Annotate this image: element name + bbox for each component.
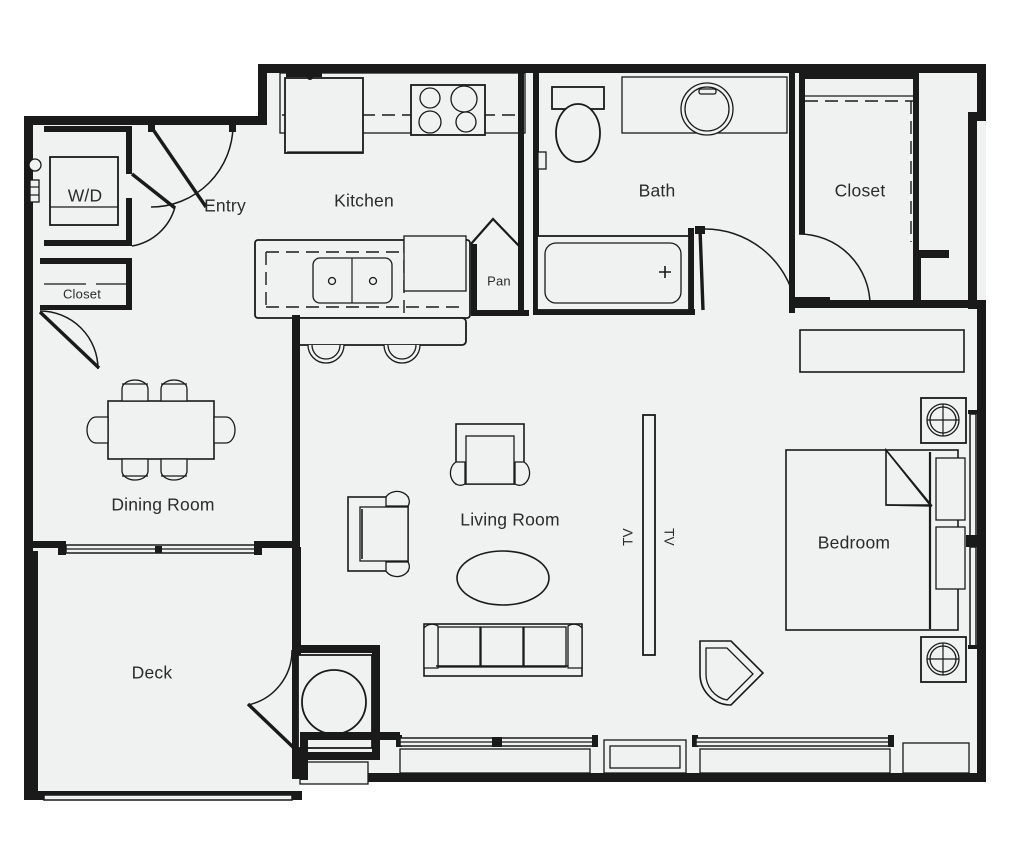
dresser	[799, 329, 965, 373]
room-label-pantry: Pan	[487, 273, 511, 288]
bedroom: Bedroom	[785, 300, 978, 683]
bedroom-window-east	[966, 410, 978, 649]
room-label-deck: Deck	[132, 663, 173, 683]
entry-door[interactable]: Entry	[148, 122, 246, 216]
room-label-entry: Entry	[204, 196, 246, 216]
dining-room: Dining Room	[86, 379, 236, 515]
round-patio-table	[301, 669, 367, 735]
dining-table	[86, 379, 236, 481]
south-windows	[396, 735, 970, 774]
tv-label-left: TV	[621, 528, 636, 546]
deck-door[interactable]	[246, 649, 296, 750]
hall-closet: Closet	[40, 258, 132, 310]
interior-wall-south	[300, 732, 400, 780]
room-label-bath: Bath	[639, 181, 676, 201]
laundry-closet: W/D	[28, 126, 132, 246]
oval-coffee-table	[456, 550, 550, 606]
armchair	[449, 423, 531, 486]
tv-partition-wall	[642, 414, 656, 656]
room-label-kitchen: Kitchen	[334, 191, 394, 211]
deck: Deck	[33, 551, 172, 773]
bathroom: Bath	[533, 73, 795, 315]
living-room: Living Room TV TV	[292, 315, 765, 706]
pantry: Pan	[470, 217, 529, 316]
room-label-living: Living Room	[460, 510, 559, 530]
room-label-wd: W/D	[68, 186, 103, 206]
armchair	[347, 490, 410, 578]
room-label-bedroom: Bedroom	[818, 533, 890, 553]
room-label-closet-main: Closet	[835, 181, 886, 201]
exterior-walls	[24, 64, 986, 801]
three-seat-sofa	[423, 623, 583, 677]
wd-door[interactable]	[130, 172, 177, 247]
main-closet: Closet	[799, 73, 949, 308]
room-label-closet-hall: Closet	[63, 286, 101, 301]
pillow	[935, 526, 966, 590]
nightstand-lamp	[920, 636, 967, 683]
sliding-glass-door-deck[interactable]	[33, 541, 294, 555]
accent-chair	[699, 640, 765, 706]
tv-label-right: TV	[661, 528, 676, 546]
kitchen: Kitchen	[279, 72, 526, 315]
hall-closet-door[interactable]	[38, 310, 101, 370]
room-label-dining: Dining Room	[111, 495, 214, 515]
kitchen-island	[254, 235, 471, 364]
pillow	[935, 457, 966, 521]
nightstand-lamp	[920, 397, 967, 444]
